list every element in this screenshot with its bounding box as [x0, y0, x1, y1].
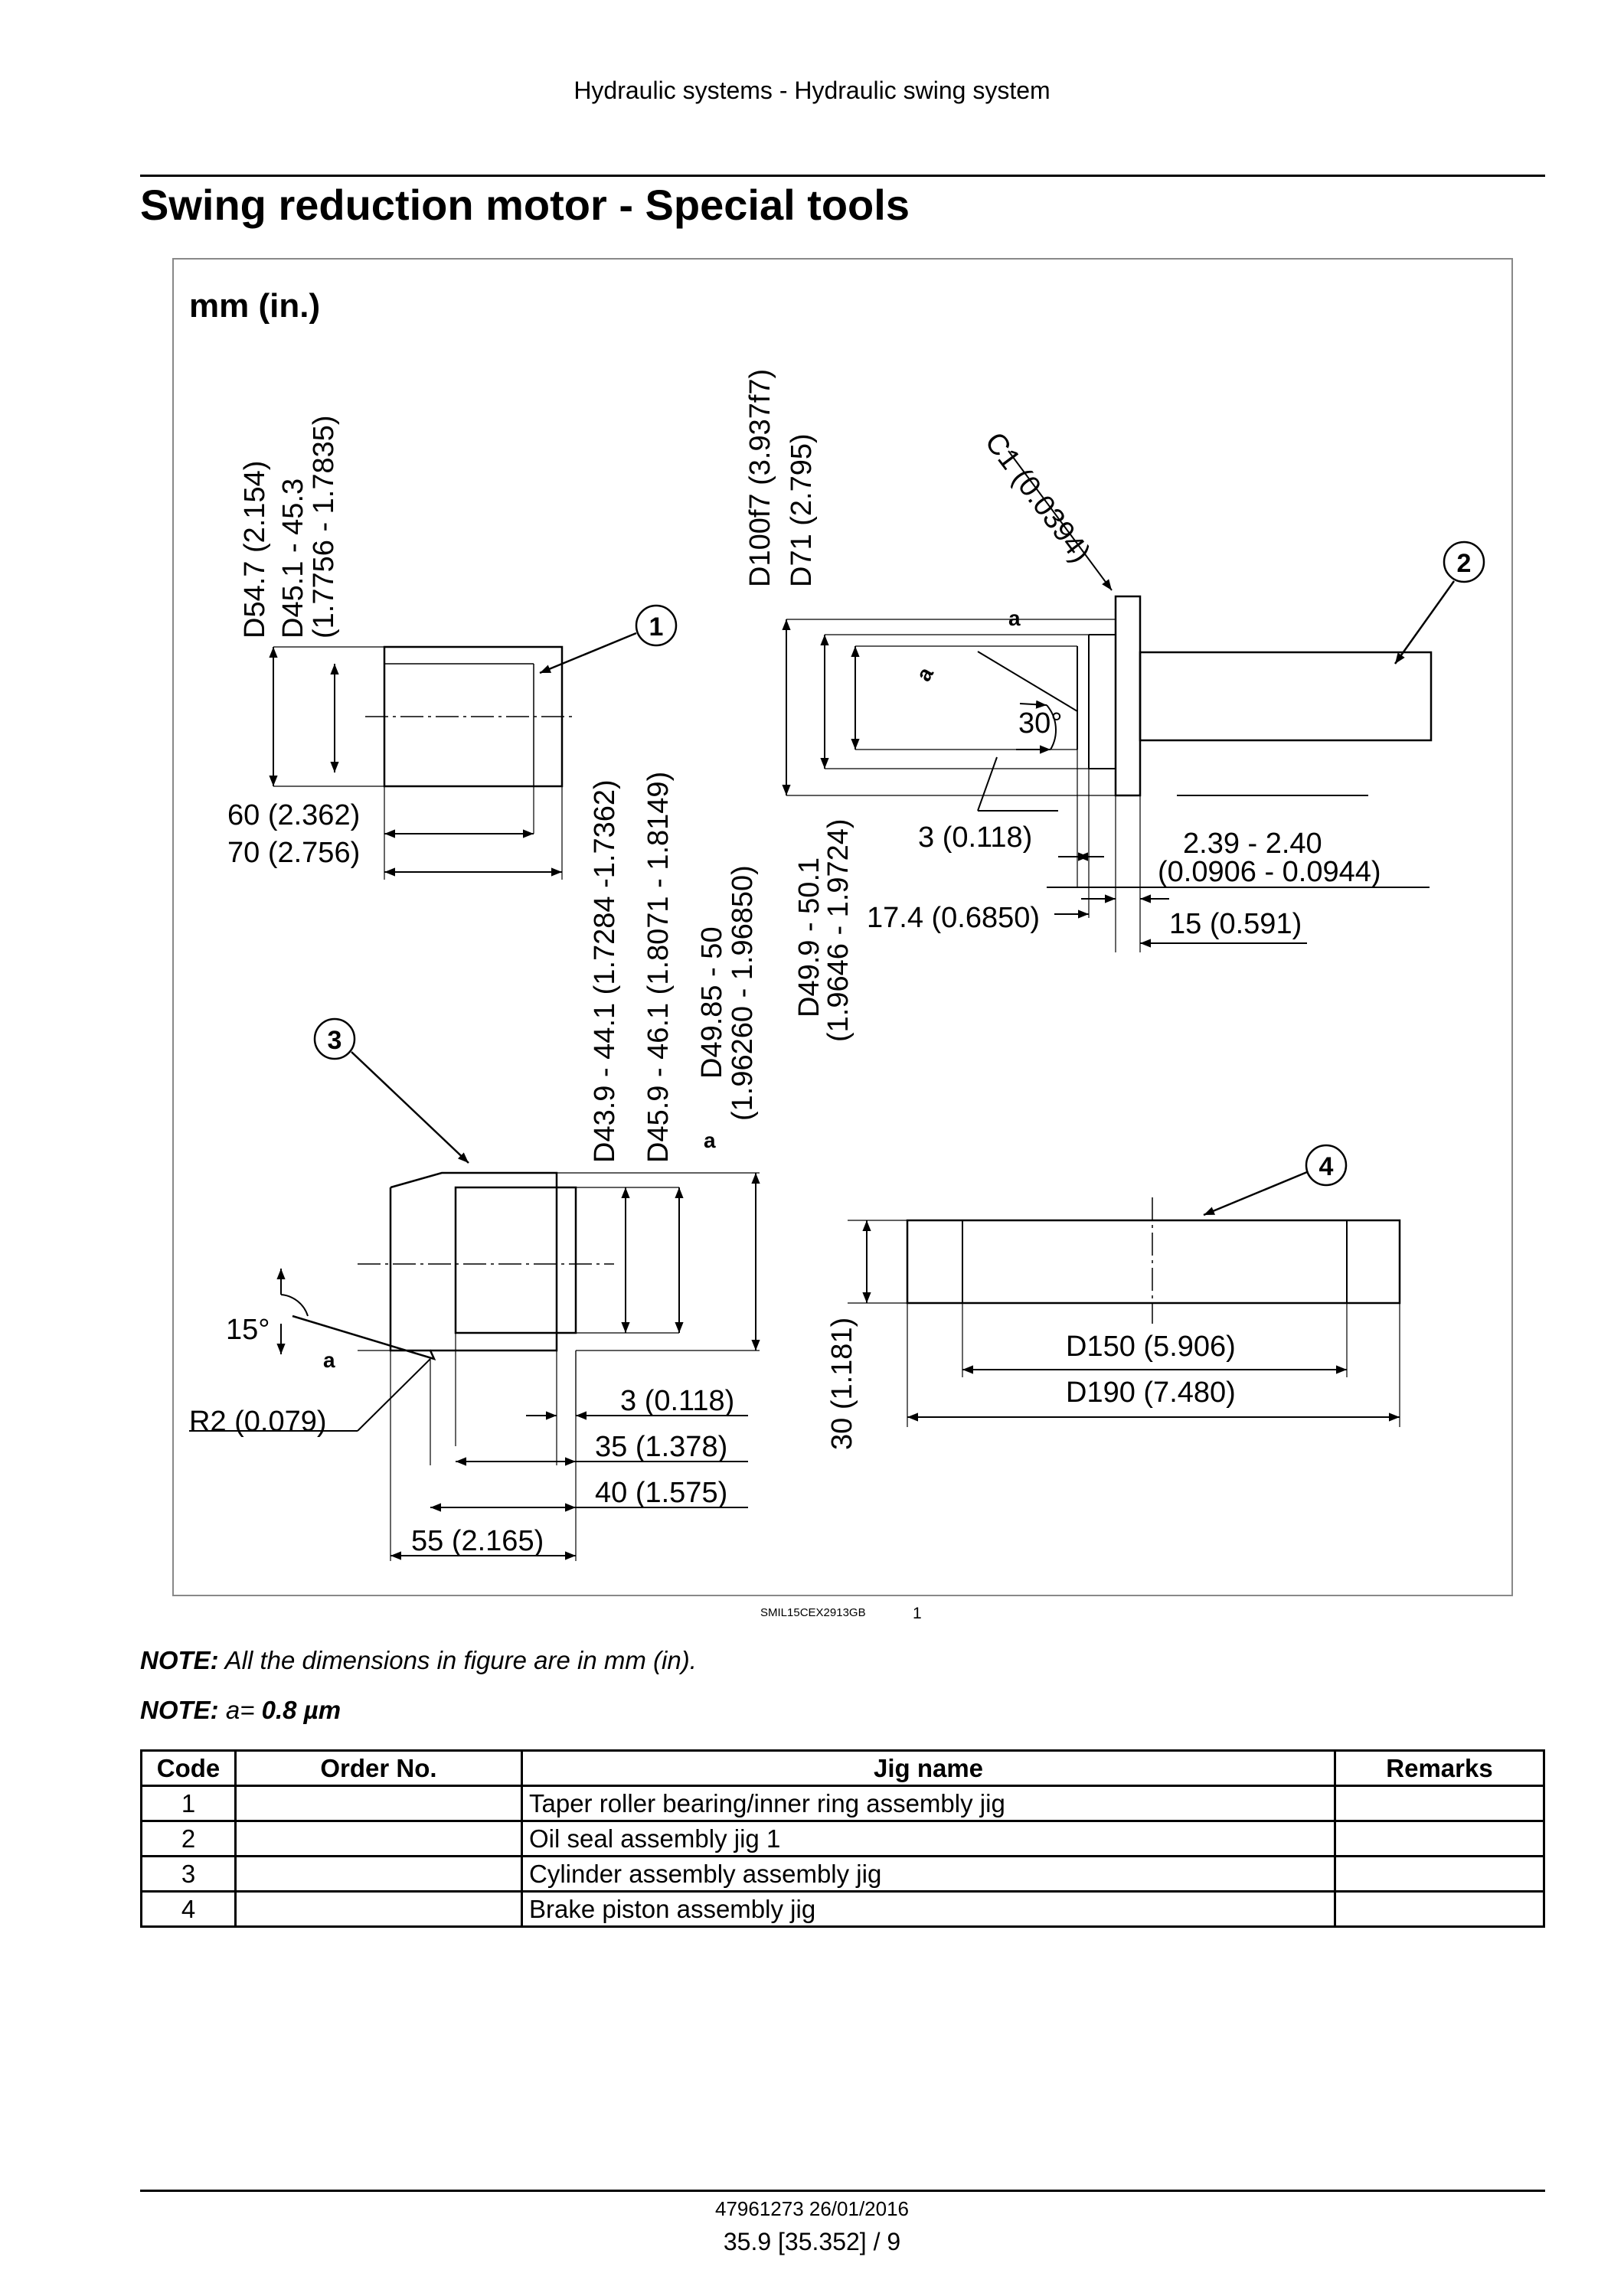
dim-d49-85: D49.85 - 50	[696, 926, 728, 1079]
cell-code: 4	[140, 1890, 237, 1928]
drawing-svg: mm (in.) D54.7 (2.154) D45.1 - 45.3 (1.7…	[189, 287, 1485, 1561]
cell-order-no	[234, 1785, 523, 1822]
table-row: 4 Brake piston assembly jig	[140, 1890, 1545, 1928]
footer-doc-id: 47961273 26/01/2016	[714, 2197, 910, 2220]
dim-15deg: 15°	[226, 1314, 270, 1346]
callout-2	[1394, 541, 1485, 665]
dim-3b: 3 (0.118)	[620, 1385, 734, 1417]
cell-order-no	[234, 1890, 523, 1928]
dim-c1: C1 (0.0394)	[979, 426, 1096, 569]
note-2-value: 0.8 µm	[261, 1696, 341, 1724]
dim-r2: R2 (0.079)	[189, 1406, 327, 1438]
note-1-label: NOTE:	[140, 1646, 219, 1674]
cell-order-no	[234, 1820, 523, 1857]
dim-2-39: 2.39 - 2.40	[1183, 828, 1322, 860]
footer-page-number: 35.9 [35.352] / 9	[723, 2228, 901, 2255]
callout-2-label: 2	[1457, 549, 1472, 578]
roughness-a-3: a	[704, 1128, 716, 1152]
dim-d54-7: D54.7 (2.154)	[239, 461, 271, 639]
page-header: Hydraulic systems - Hydraulic swing syst…	[573, 77, 1051, 104]
cell-remarks	[1334, 1820, 1545, 1857]
col-order-no: Order No.	[234, 1749, 523, 1787]
cell-code: 3	[140, 1855, 237, 1893]
figure-number: 1	[913, 1605, 922, 1622]
cell-jig-name: Taper roller bearing/inner ring assembly…	[521, 1785, 1336, 1822]
table-row: 3 Cylinder assembly assembly jig	[140, 1855, 1545, 1893]
dim-40: 40 (1.575)	[595, 1477, 727, 1509]
special-tools-table: Code Order No. Jig name Remarks 1 Taper …	[140, 1749, 1545, 1928]
page-title: Swing reduction motor - Special tools	[140, 181, 910, 229]
dim-d43-9: D43.9 - 44.1 (1.7284 -1.7362)	[589, 779, 621, 1163]
cell-jig-name: Cylinder assembly assembly jig	[521, 1855, 1336, 1893]
units-label: mm (in.)	[189, 287, 320, 325]
col-jig-name: Jig name	[521, 1749, 1336, 1787]
col-remarks: Remarks	[1334, 1749, 1545, 1787]
dim-d49-9-in: (1.9646 - 1.9724)	[822, 818, 854, 1042]
header-rule	[140, 175, 1545, 177]
jig-2-drawing	[782, 450, 1433, 952]
roughness-a-1: a	[1008, 606, 1021, 630]
dim-55: 55 (2.165)	[411, 1525, 544, 1557]
callout-3	[313, 1017, 469, 1164]
cell-remarks	[1334, 1785, 1545, 1822]
dim-d45-1: D45.1 - 45.3	[277, 478, 309, 639]
dim-3a: 3 (0.118)	[918, 821, 1032, 854]
cell-jig-name: Oil seal assembly jig 1	[521, 1820, 1336, 1857]
cell-remarks	[1334, 1890, 1545, 1928]
dim-30deg: 30°	[1018, 707, 1062, 740]
cell-order-no	[234, 1855, 523, 1893]
dim-d45-9: D45.9 - 46.1 (1.8071 - 1.8149)	[642, 772, 675, 1163]
technical-drawing: mm (in.) D54.7 (2.154) D45.1 - 45.3 (1.7…	[172, 258, 1513, 1596]
dim-d71: D71 (2.795)	[786, 433, 818, 587]
cell-remarks	[1334, 1855, 1545, 1893]
callout-3-label: 3	[328, 1026, 342, 1055]
callout-1	[539, 604, 678, 674]
callout-4-label: 4	[1319, 1152, 1334, 1181]
dim-d49-9: D49.9 - 50.1	[793, 857, 825, 1017]
note-2-text: a=	[225, 1696, 262, 1724]
col-code: Code	[140, 1749, 237, 1787]
roughness-a-2: a	[911, 663, 938, 685]
jig-4-drawing	[848, 1197, 1401, 1427]
note-1: NOTE: All the dimensions in figure are i…	[140, 1646, 697, 1675]
table-header-row: Code Order No. Jig name Remarks	[140, 1749, 1545, 1787]
dim-60: 60 (2.362)	[227, 799, 360, 831]
dim-d190: D190 (7.480)	[1066, 1377, 1236, 1409]
dim-d100: D100f7 (3.937f7)	[744, 369, 776, 587]
callout-1-label: 1	[649, 612, 664, 642]
dim-2-39-in: (0.0906 - 0.0944)	[1158, 856, 1381, 888]
dim-70: 70 (2.756)	[227, 837, 360, 869]
table-row: 1 Taper roller bearing/inner ring assemb…	[140, 1785, 1545, 1822]
callout-4	[1203, 1144, 1348, 1217]
dim-d45-1-in: (1.7756 - 1.7835)	[308, 415, 340, 639]
dim-17-4: 17.4 (0.6850)	[867, 902, 1040, 934]
note-2: NOTE: a= 0.8 µm	[140, 1696, 341, 1725]
roughness-a-4: a	[323, 1348, 335, 1372]
table-row: 2 Oil seal assembly jig 1	[140, 1820, 1545, 1857]
dim-15: 15 (0.591)	[1169, 908, 1302, 940]
cell-jig-name: Brake piston assembly jig	[521, 1890, 1336, 1928]
figure-ref-code: SMIL15CEX2913GB	[760, 1606, 866, 1619]
dim-35: 35 (1.378)	[595, 1431, 727, 1463]
jig-1-drawing	[269, 645, 576, 880]
dim-d150: D150 (5.906)	[1066, 1331, 1236, 1363]
note-2-label: NOTE:	[140, 1696, 219, 1724]
dim-30-h: 30 (1.181)	[826, 1318, 858, 1450]
jig-3-drawing	[189, 1171, 760, 1561]
dim-d49-85-in: (1.96260 - 1.96850)	[727, 865, 759, 1121]
note-1-text: All the dimensions in figure are in mm (…	[224, 1646, 697, 1674]
footer-rule	[140, 2190, 1545, 2192]
cell-code: 2	[140, 1820, 237, 1857]
cell-code: 1	[140, 1785, 237, 1822]
